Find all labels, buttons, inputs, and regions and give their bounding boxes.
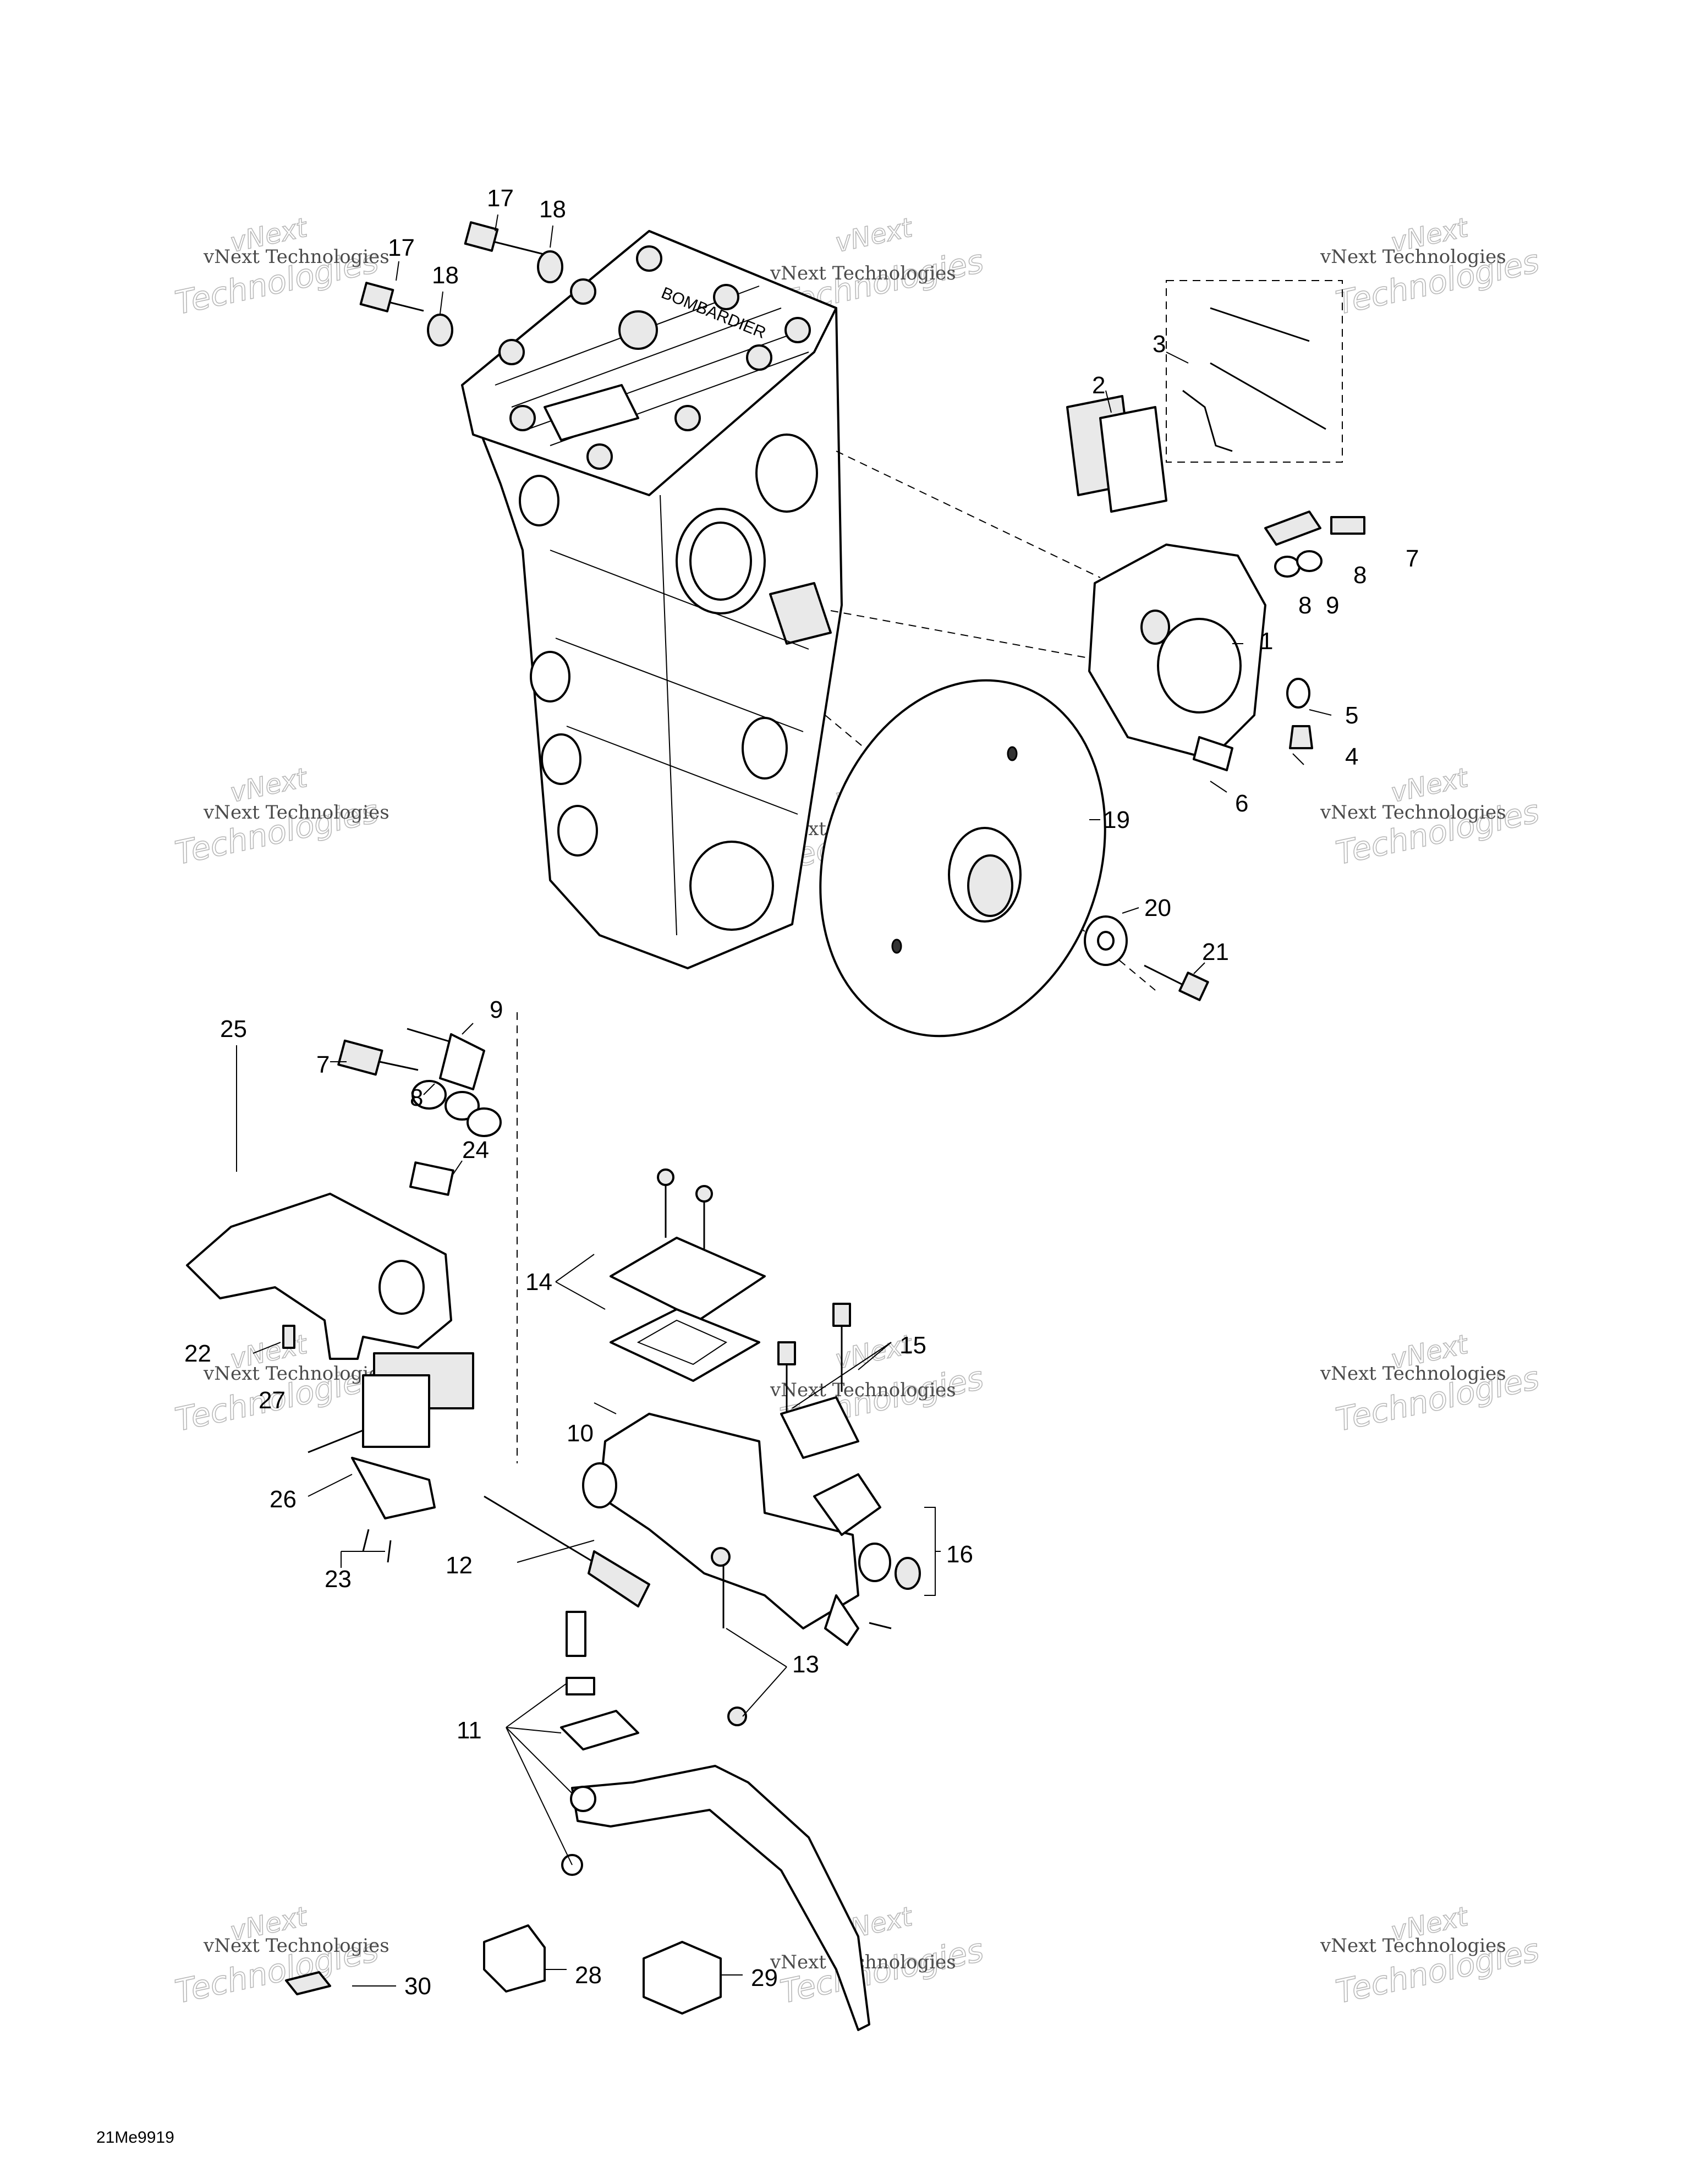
callout-1: 1: [1260, 628, 1273, 655]
bolt-21: [1144, 964, 1209, 1001]
washer-20: [1084, 915, 1128, 966]
brake-disc: [819, 679, 1106, 1038]
callout-2: 2: [1092, 372, 1105, 399]
watermark-text: vNext Technologies: [203, 1363, 389, 1385]
callout-30: 30: [404, 1973, 431, 2000]
callout-10: 10: [567, 1420, 594, 1447]
clamp-screws-15: [777, 1303, 859, 1459]
leader-lines: [236, 214, 1332, 1987]
watermarks: vNext Technologies vNext Technologies vN…: [172, 212, 1543, 2011]
brake-switch: [308, 1352, 474, 1453]
lever-kit-11: [560, 1611, 870, 2031]
callout-3: 3: [1153, 331, 1166, 358]
callout-27: 27: [259, 1387, 286, 1414]
callout-29: 29: [751, 1964, 778, 1991]
label-24: [409, 1161, 454, 1196]
callout-21: 21: [1202, 939, 1229, 965]
washer-18-upper: [537, 250, 563, 283]
watermark-text: vNext Technologies: [770, 262, 956, 284]
clamp-16: [813, 1473, 921, 1646]
callout-9-master: 9: [490, 996, 503, 1023]
callout-8-master: 8: [410, 1084, 423, 1111]
bolt-17-upper: [464, 221, 551, 257]
banjo-fitting-master: [337, 1028, 502, 1137]
callout-26: 26: [270, 1486, 297, 1513]
callout-14: 14: [525, 1269, 552, 1296]
callout-20: 20: [1144, 895, 1171, 921]
callout-16: 16: [946, 1541, 973, 1568]
callout-19: 19: [1103, 806, 1130, 833]
handlebar-cover: [186, 1193, 452, 1360]
callout-24: 24: [462, 1137, 489, 1164]
caliper: [1088, 544, 1266, 771]
callout-6: 6: [1235, 790, 1248, 817]
watermark-text: vNext Technologies: [1320, 1935, 1506, 1957]
connector-28: [483, 1924, 546, 1993]
callout-11: 11: [457, 1717, 482, 1744]
callouts: 1 2 3 4 5 6 7 8 8 9 10 11 12 13 14 15 16…: [184, 185, 1419, 2000]
callout-8-caliper-b: 8: [1353, 562, 1367, 589]
brake-pads: [1066, 395, 1167, 513]
callout-9-caliper: 9: [1326, 592, 1339, 619]
washer-18-lower: [427, 314, 453, 347]
reservoir-cover-14: [610, 1168, 766, 1321]
pin-kit-frame: [1166, 280, 1343, 463]
watermark-text: vNext Technologies: [770, 1379, 956, 1401]
svg-text:vNext: vNext: [832, 212, 916, 259]
bolt-17-lower: [359, 282, 424, 312]
callout-18-lower: 18: [432, 262, 459, 289]
pushrod-12: [484, 1495, 650, 1607]
bleeder-parts: [1286, 678, 1313, 749]
watermark-text: vNext Technologies: [1320, 1363, 1506, 1385]
callout-12: 12: [446, 1552, 473, 1579]
callout-4: 4: [1345, 743, 1358, 770]
callout-25: 25: [220, 1016, 247, 1042]
switch-bracket-26: [351, 1457, 436, 1519]
watermark-text: vNext Technologies: [203, 1935, 389, 1957]
gearbox-housing: BOMBARDIER: [461, 230, 843, 969]
lever-pin-13: [711, 1547, 747, 1726]
callout-23: 23: [325, 1566, 352, 1593]
watermark-text: vNext Technologies: [1320, 246, 1506, 268]
callout-15: 15: [899, 1332, 926, 1359]
connector-29: [643, 1941, 722, 2015]
figure-code: 21Me9919: [96, 2128, 174, 2147]
callout-7-caliper: 7: [1406, 545, 1419, 572]
callout-18-upper: 18: [539, 196, 566, 223]
watermark-text: vNext Technologies: [203, 246, 389, 268]
callout-7-master: 7: [316, 1051, 330, 1078]
callout-5: 5: [1345, 702, 1358, 729]
terminal-30: [285, 1971, 331, 1995]
callout-17-upper: 17: [487, 185, 514, 212]
callout-8-caliper: 8: [1298, 592, 1312, 619]
watermark-text: vNext Technologies: [1320, 802, 1506, 824]
watermark-text: vNext Technologies: [203, 802, 389, 824]
diaphragm-10: [610, 1308, 760, 1382]
callout-22: 22: [184, 1340, 211, 1367]
callout-13: 13: [792, 1651, 819, 1678]
callout-28: 28: [575, 1962, 602, 1989]
banjo-fitting-caliper: [1264, 511, 1365, 578]
set-screw-22: [282, 1325, 295, 1349]
screws-23: [362, 1529, 392, 1563]
callout-17-lower: 17: [388, 234, 415, 261]
